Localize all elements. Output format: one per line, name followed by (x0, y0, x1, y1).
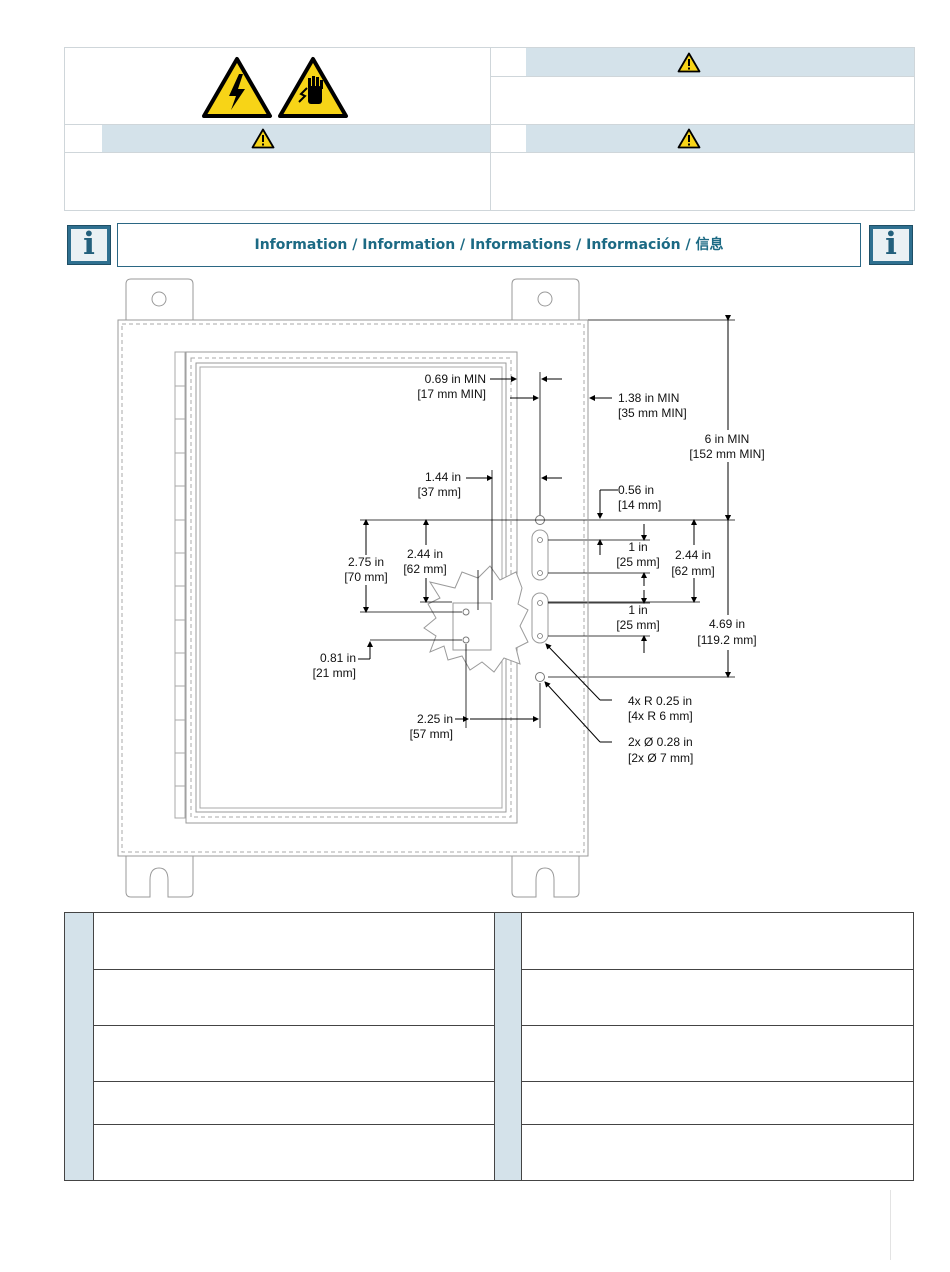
mounting-tab-top-left (125, 278, 194, 320)
info-icon: i (67, 225, 111, 265)
safety-table-row-divider (65, 124, 914, 125)
table-row-divider (521, 1124, 913, 1125)
dim-label: [4x R 6 mm] (628, 709, 693, 723)
breakout-box (452, 602, 492, 651)
dim-label: 6 in MIN (705, 432, 750, 446)
dim-label: [25 mm] (616, 555, 659, 569)
table-row-divider (521, 1025, 913, 1026)
mounting-slot (531, 529, 549, 644)
safety-table (64, 47, 915, 211)
table-row-divider (93, 1124, 494, 1125)
warning-header-rule (490, 76, 914, 77)
table-row-divider (93, 1081, 494, 1082)
warning-header-bar (526, 125, 914, 152)
dim-label: [119.2 mm] (697, 633, 756, 647)
hand-shock-hazard-icon (278, 57, 348, 118)
table-divider (93, 913, 94, 1180)
mounting-tab-bottom-right (511, 856, 580, 898)
language-table (64, 912, 914, 1181)
warning-header-bar (526, 48, 914, 76)
dim-label: 2.44 in (407, 547, 443, 561)
info-icon: i (869, 225, 913, 265)
dim-label: [62 mm] (403, 562, 446, 576)
table-divider (494, 913, 495, 1180)
dim-label: 0.56 in (618, 483, 654, 497)
information-heading: Information / Information / Informations… (117, 223, 861, 267)
dim-label: 1 in (628, 540, 647, 554)
dim-label: 2.25 in (417, 712, 453, 726)
dim-label: [17 mm MIN] (417, 387, 486, 401)
warning-icon (251, 128, 275, 149)
dim-label: [57 mm] (410, 727, 453, 741)
dim-label: [25 mm] (616, 618, 659, 632)
dim-label: 0.81 in (320, 651, 356, 665)
table-row-divider (93, 1025, 494, 1026)
table-row-divider (93, 969, 494, 970)
electric-shock-hazard-icon (202, 57, 272, 118)
dim-label: 0.69 in MIN (425, 372, 486, 386)
dim-label: [21 mm] (313, 666, 356, 680)
dim-label: [14 mm] (618, 498, 661, 512)
warning-icon (677, 52, 701, 73)
dim-label: 1.38 in MIN (618, 391, 679, 405)
safety-table-divider (490, 48, 491, 210)
dim-label: 1 in (628, 603, 647, 617)
dim-label: 1.44 in (425, 470, 461, 484)
warning-header-rule (65, 152, 490, 153)
mounting-hole (535, 672, 545, 682)
warning-header-bar (102, 125, 490, 152)
dim-label: 2x Ø 0.28 in (628, 735, 693, 749)
warning-icon (677, 128, 701, 149)
dim-label: [37 mm] (418, 485, 461, 499)
mounting-tab-top-right (511, 278, 580, 320)
dim-label: 4.69 in (709, 617, 745, 631)
enclosure-inner-dashed (121, 323, 585, 853)
table-divider (521, 913, 522, 1180)
dim-label: [35 mm MIN] (618, 406, 687, 420)
dim-label: 2.75 in (348, 555, 384, 569)
dim-label: [62 mm] (671, 564, 714, 578)
dim-label: 2.44 in (675, 548, 711, 562)
table-row-divider (521, 969, 913, 970)
enclosure-dimension-drawing: 0.69 in MIN [17 mm MIN] 1.38 in MIN [35 … (117, 278, 765, 898)
dim-label: [152 mm MIN] (689, 447, 764, 461)
warning-header-rule (490, 152, 914, 153)
dim-label: 4x R 0.25 in (628, 694, 692, 708)
dim-label: [2x Ø 7 mm] (628, 751, 693, 765)
table-row-divider (521, 1081, 913, 1082)
row-number-column (65, 913, 93, 1180)
page-margin-rule (890, 1190, 891, 1260)
mounting-tab-bottom-left (125, 856, 194, 898)
breakout-detail (423, 565, 529, 673)
hinge-strip (174, 351, 186, 819)
dim-label: [70 mm] (344, 570, 387, 584)
row-number-column (494, 913, 521, 1180)
